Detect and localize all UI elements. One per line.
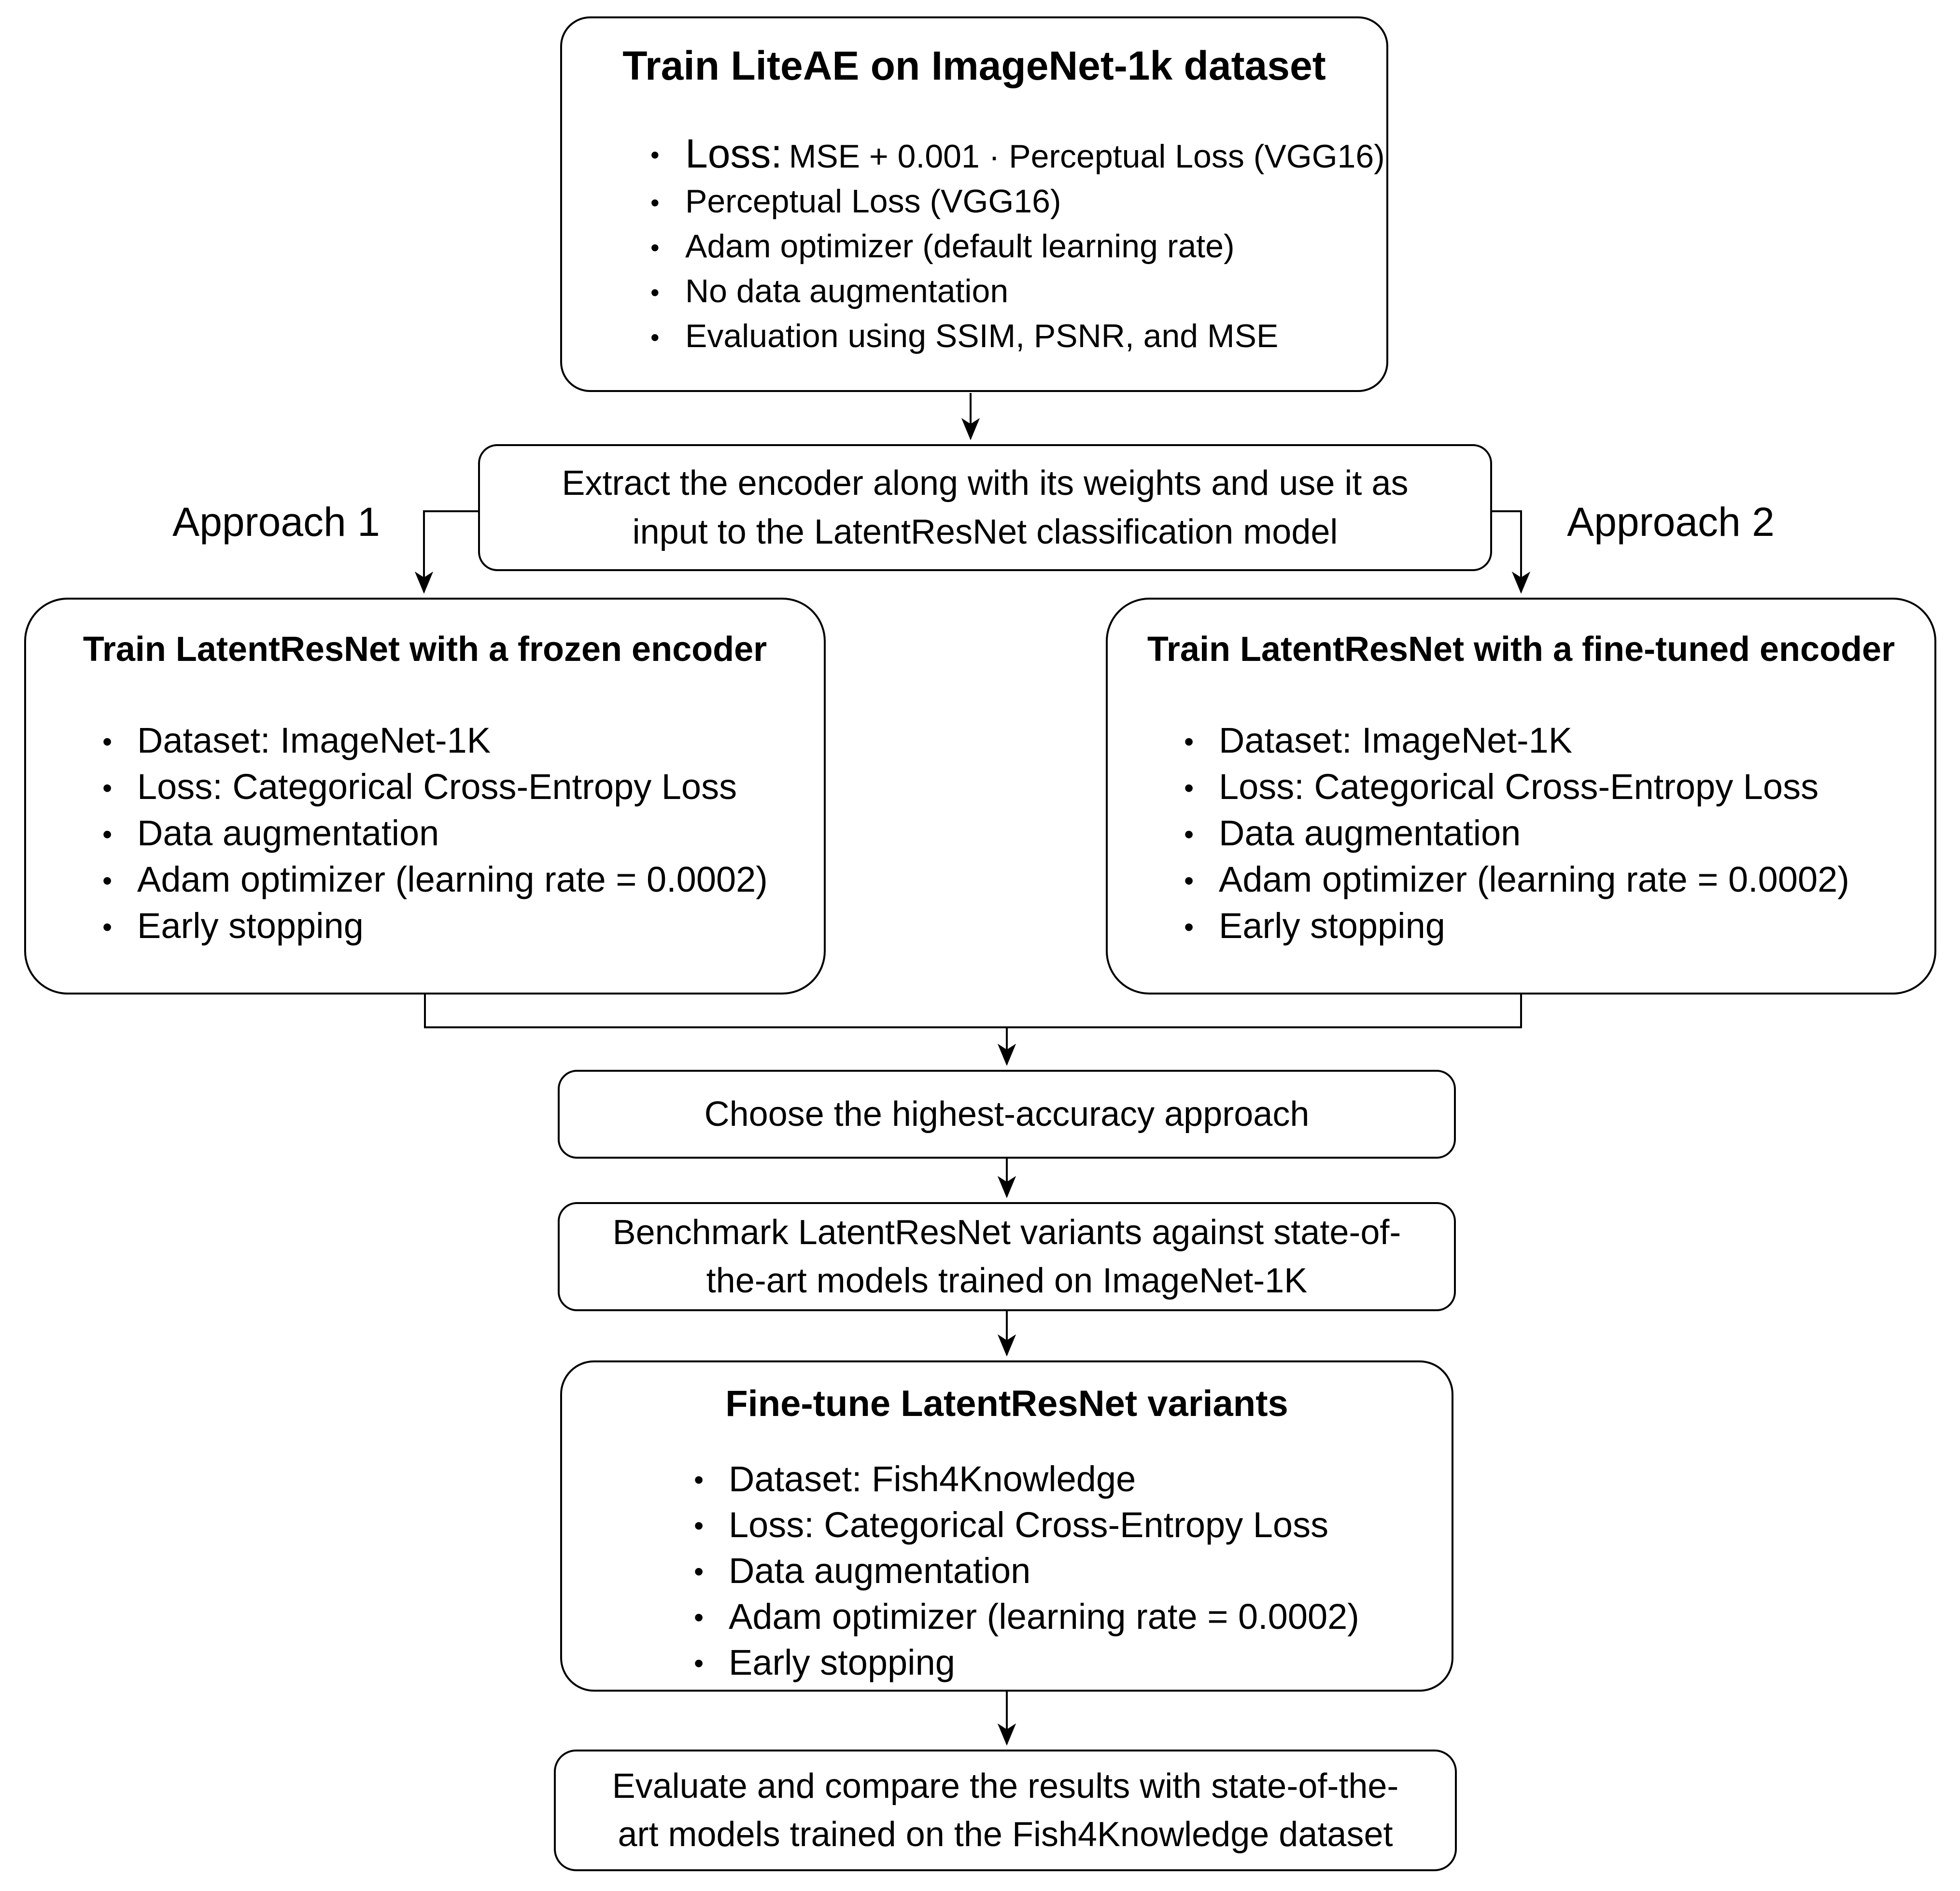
box-finetune-variants: Fine-tune LatentResNet variants Dataset:… (560, 1360, 1453, 1692)
benchmark-line-2: the-art models trained on ImageNet-1K (706, 1261, 1308, 1300)
box-choose-approach: Choose the highest-accuracy approach (558, 1070, 1456, 1159)
bullet-item: Loss:MSE + 0.001 · Perceptual Loss (VGG1… (650, 131, 1385, 179)
extract-line-1: Extract the encoder along with its weigh… (562, 463, 1409, 503)
benchmark-line-1: Benchmark LatentResNet variants against … (612, 1213, 1401, 1252)
train-liteae-title: Train LiteAE on ImageNet-1k dataset (622, 43, 1326, 88)
bullet-item: Early stopping (1184, 903, 1915, 951)
box-train-frozen: Train LatentResNet with a frozen encoder… (24, 598, 826, 995)
approach-1-label: Approach 1 (172, 499, 380, 545)
extract-line-2: input to the LatentResNet classification… (632, 512, 1338, 551)
bullet-item: Dataset: ImageNet-1K (1184, 717, 1915, 765)
loss-rest: MSE + 0.001 · Perceptual Loss (VGG16) (789, 138, 1385, 175)
bullet-item: Early stopping (694, 1639, 1430, 1687)
box-train-finetuned: Train LatentResNet with a fine-tuned enc… (1106, 598, 1936, 995)
box-extract-encoder: Extract the encoder along with its weigh… (478, 444, 1492, 571)
train-frozen-bullets: Dataset: ImageNet-1K Loss: Categorical C… (102, 717, 804, 951)
train-finetuned-bullets: Dataset: ImageNet-1K Loss: Categorical C… (1184, 717, 1915, 951)
choose-approach-text: Choose the highest-accuracy approach (704, 1095, 1310, 1134)
evaluate-line-2: art models trained on the Fish4Knowledge… (618, 1815, 1393, 1854)
bullet-item: Loss: Categorical Cross-Entropy Loss (1184, 764, 1915, 812)
merge-connector (424, 994, 1522, 1028)
bullet-item: Data augmentation (1184, 810, 1915, 858)
finetune-variants-bullets: Dataset: Fish4Knowledge Loss: Categorica… (694, 1456, 1430, 1687)
approach-2-label: Approach 2 (1567, 499, 1775, 545)
evaluate-line-1: Evaluate and compare the results with st… (612, 1767, 1399, 1806)
arrow-extract-to-finetuned (1491, 510, 1531, 594)
train-finetuned-title: Train LatentResNet with a fine-tuned enc… (1147, 630, 1895, 669)
box-train-liteae: Train LiteAE on ImageNet-1k dataset Loss… (560, 16, 1388, 392)
box-evaluate: Evaluate and compare the results with st… (554, 1750, 1457, 1871)
bullet-item: Adam optimizer (learning rate = 0.0002) (694, 1594, 1430, 1641)
bullet-item: Adam optimizer (learning rate = 0.0002) (102, 856, 804, 904)
train-liteae-bullets: Loss:MSE + 0.001 · Perceptual Loss (VGG1… (650, 131, 1385, 360)
bullet-item: Loss: Categorical Cross-Entropy Loss (694, 1502, 1430, 1549)
bullet-item: Adam optimizer (learning rate = 0.0002) (1184, 856, 1915, 904)
finetune-variants-title: Fine-tune LatentResNet variants (725, 1383, 1288, 1424)
bullet-item: Adam optimizer (default learning rate) (650, 224, 1360, 270)
bullet-item: Perceptual Loss (VGG16) (650, 179, 1360, 225)
bullet-item: Data augmentation (102, 810, 804, 858)
arrow-extract-to-frozen (414, 510, 479, 594)
bullet-item: Dataset: ImageNet-1K (102, 717, 804, 765)
loss-prefix: Loss: (685, 131, 782, 176)
bullet-item: Evaluation using SSIM, PSNR, and MSE (650, 314, 1360, 360)
bullet-item: Early stopping (102, 903, 804, 951)
bullet-item: No data augmentation (650, 269, 1360, 315)
bullet-item: Loss: Categorical Cross-Entropy Loss (102, 764, 804, 812)
bullet-item: Data augmentation (694, 1548, 1430, 1595)
bullet-item: Dataset: Fish4Knowledge (694, 1456, 1430, 1503)
train-frozen-title: Train LatentResNet with a frozen encoder (83, 630, 767, 669)
box-benchmark: Benchmark LatentResNet variants against … (558, 1202, 1456, 1311)
